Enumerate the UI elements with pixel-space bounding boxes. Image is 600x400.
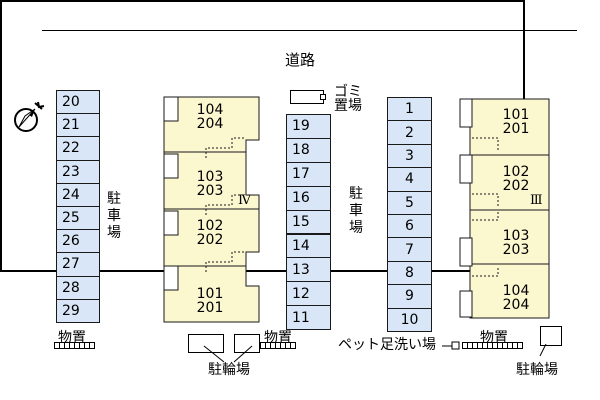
parking-spot-11: 11 [286, 305, 331, 331]
bicycle-label-right: 駐輪場 [516, 362, 558, 378]
parking-spot-8: 8 [387, 260, 432, 286]
parking-label-middle: 駐車場 [349, 186, 363, 237]
pet-wash-label: ペット足洗い場 [338, 337, 436, 353]
bicycle-leader-lines [203, 345, 253, 363]
building-iv-number: Ⅳ [238, 193, 251, 208]
road-label: 道路 [285, 51, 316, 69]
parking-spot-7: 7 [387, 237, 432, 262]
parking-spot-12: 12 [286, 281, 331, 307]
parking-spot-16: 16 [286, 185, 331, 211]
bicycle-right-leader [539, 344, 547, 357]
bicycle-box-1 [188, 334, 224, 353]
bicycle-box-2 [234, 334, 260, 353]
compass-north-icon [14, 101, 45, 132]
parking-spot-22: 22 [56, 136, 100, 161]
parking-spot-6: 6 [387, 214, 432, 239]
parking-spot-1: 1 [387, 97, 432, 122]
parking-spot-24: 24 [56, 182, 100, 207]
parking-spot-4: 4 [387, 167, 432, 192]
parking-spot-9: 9 [387, 284, 432, 309]
parking-spot-17: 17 [286, 161, 331, 187]
parking-spot-27: 27 [56, 252, 100, 277]
parking-spot-20: 20 [56, 90, 100, 115]
bicycle-label-middle: 駐輪場 [208, 362, 250, 378]
storage-middle [260, 342, 296, 349]
garbage-box-inner [320, 94, 326, 100]
garbage-label: ゴミ置場 [334, 84, 362, 114]
building-iv [163, 96, 260, 323]
storage-right [462, 342, 523, 349]
parking-spot-2: 2 [387, 120, 432, 145]
parking-spot-19: 19 [286, 114, 331, 139]
parking-spot-3: 3 [387, 143, 432, 169]
parking-spot-21: 21 [56, 113, 100, 138]
garbage-box [290, 90, 324, 104]
building-iii [459, 98, 550, 319]
parking-spot-29: 29 [56, 298, 100, 323]
parking-spot-13: 13 [286, 257, 331, 283]
pet-wash-connector [442, 341, 460, 350]
parking-spot-18: 18 [286, 137, 331, 163]
parking-spot-28: 28 [56, 275, 100, 300]
parking-spot-14: 14 [286, 233, 331, 259]
parking-spot-10: 10 [387, 307, 432, 332]
parking-spot-26: 26 [56, 229, 100, 254]
parking-spot-25: 25 [56, 206, 100, 231]
storage-left [54, 342, 95, 349]
parking-spot-15: 15 [286, 209, 331, 235]
parking-spot-23: 23 [56, 159, 100, 184]
building-iii-number: Ⅲ [530, 193, 543, 208]
parking-label-left: 駐車場 [107, 191, 121, 242]
bicycle-box-right [540, 326, 562, 346]
parking-spot-5: 5 [387, 190, 432, 215]
road-line [42, 30, 577, 31]
